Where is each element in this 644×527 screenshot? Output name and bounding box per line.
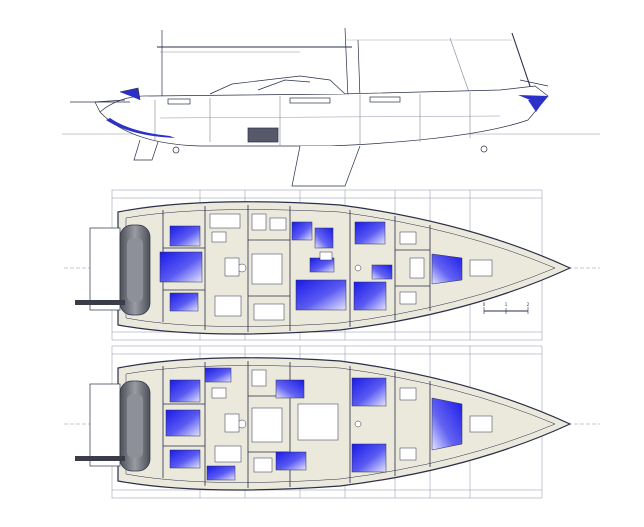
plan-view-layout-b [64, 345, 600, 499]
cabin-berths-a [159, 221, 463, 312]
scale-bar: 0 1 2 [483, 302, 530, 314]
plan-view-layout-a: 0 1 2 [64, 189, 600, 341]
cabin-berths-b [165, 367, 463, 481]
scale-tick-1: 1 [505, 302, 508, 307]
profile-view [62, 27, 600, 187]
scale-tick-2: 2 [527, 302, 530, 307]
scale-tick-0: 0 [483, 302, 486, 307]
